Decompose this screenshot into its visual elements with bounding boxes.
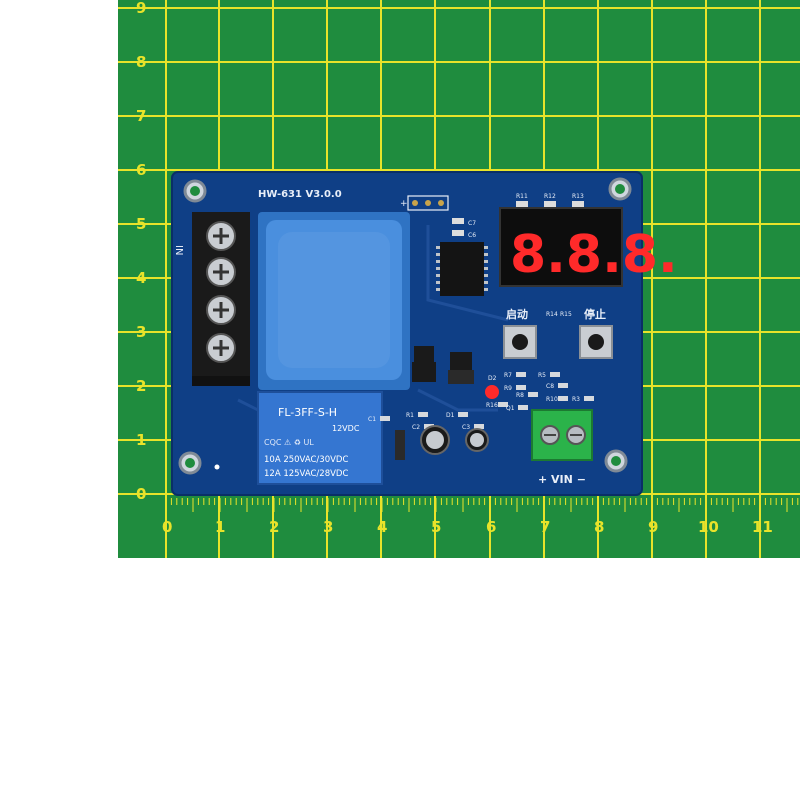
ruler-y-number-4: 4 xyxy=(136,269,146,287)
ruler-x-numbers: 0 1 2 3 4 5 6 7 8 9 10 11 xyxy=(162,518,773,536)
label-c8: C8 xyxy=(546,383,554,390)
diode-d1 xyxy=(395,430,405,460)
ruler-y-number-9: 9 xyxy=(136,0,146,17)
vin-label: + VIN − xyxy=(538,473,586,486)
label-c2: C2 xyxy=(412,424,420,431)
label-d2: D2 xyxy=(488,375,497,382)
label-r3: R3 xyxy=(572,396,580,403)
ruler-x-number-4: 4 xyxy=(377,518,387,536)
ruler-y-number-1: 1 xyxy=(136,431,146,449)
display-digits: 8.8.8. xyxy=(510,225,678,285)
ruler-y-number-2: 2 xyxy=(136,377,146,395)
stop-button-label: 停止 xyxy=(584,307,606,321)
ruler-x-number-3: 3 xyxy=(323,518,333,536)
ruler-y-number-8: 8 xyxy=(136,53,146,71)
label-d1: D1 xyxy=(446,412,455,419)
ruler-y-number-0: 0 xyxy=(136,485,146,503)
ruler-y-number-6: 6 xyxy=(136,161,146,179)
label-c1: C1 xyxy=(368,416,376,423)
label-r9: R9 xyxy=(504,385,512,392)
pcb-board: IN FL-3FF-S-H 12VDC CQC ⚠ ♻ UL 10A 250VA… xyxy=(171,171,678,496)
relay xyxy=(257,391,383,485)
ruler-y-numbers: 0 1 2 3 4 5 6 7 8 9 xyxy=(136,0,146,503)
label-r13: R13 xyxy=(572,193,584,200)
regulator xyxy=(450,352,472,370)
ruler-x-number-6: 6 xyxy=(486,518,496,536)
ruler-y-number-7: 7 xyxy=(136,107,146,125)
label-r11: R11 xyxy=(516,193,528,200)
led-d2 xyxy=(485,385,499,399)
label-r14: R14 xyxy=(546,311,558,318)
relay-coil-voltage: 12VDC xyxy=(332,424,360,433)
relay-rating-2: 12A 125VAC/28VDC xyxy=(264,469,348,479)
header-plus-label: + xyxy=(400,199,408,209)
ruler-y-number-3: 3 xyxy=(136,323,146,341)
ruler-x-number-7: 7 xyxy=(540,518,550,536)
label-r15: R15 xyxy=(560,311,572,318)
label-c6: C6 xyxy=(468,232,476,239)
ruler-x-number-1: 1 xyxy=(215,518,225,536)
start-button-label: 启动 xyxy=(506,307,528,321)
ic-chip xyxy=(440,242,484,296)
label-c3: C3 xyxy=(462,424,470,431)
relay-part-number: FL-3FF-S-H xyxy=(278,406,337,419)
pin-header xyxy=(407,195,449,211)
board-model-label: HW-631 V3.0.0 xyxy=(258,189,342,200)
label-r10: R10 xyxy=(546,396,558,403)
ruler-x-number-10: 10 xyxy=(698,518,719,536)
label-r1: R1 xyxy=(406,412,414,419)
seven-segment-display xyxy=(499,207,623,287)
label-r12: R12 xyxy=(544,193,556,200)
ruler-x-number-0: 0 xyxy=(162,518,172,536)
ruler-x-number-8: 8 xyxy=(594,518,604,536)
label-q1: Q1 xyxy=(506,405,515,412)
label-c7: C7 xyxy=(468,220,476,227)
ruler-x-number-9: 9 xyxy=(648,518,658,536)
relay-cert-marks: CQC ⚠ ♻ UL xyxy=(264,438,314,447)
ruler-x-number-11: 11 xyxy=(752,518,773,536)
terminal-label-l-in-n: IN xyxy=(173,245,184,255)
label-r7: R7 xyxy=(504,372,512,379)
ruler-x-number-2: 2 xyxy=(269,518,279,536)
relay-rating-1: 10A 250VAC/30VDC xyxy=(264,455,348,465)
ruler-x-number-5: 5 xyxy=(431,518,441,536)
transistor-1 xyxy=(414,346,434,362)
ruler-y-number-5: 5 xyxy=(136,215,146,233)
label-r5: R5 xyxy=(538,372,546,379)
label-r16: R16 xyxy=(486,402,498,409)
label-r8: R8 xyxy=(516,392,524,399)
